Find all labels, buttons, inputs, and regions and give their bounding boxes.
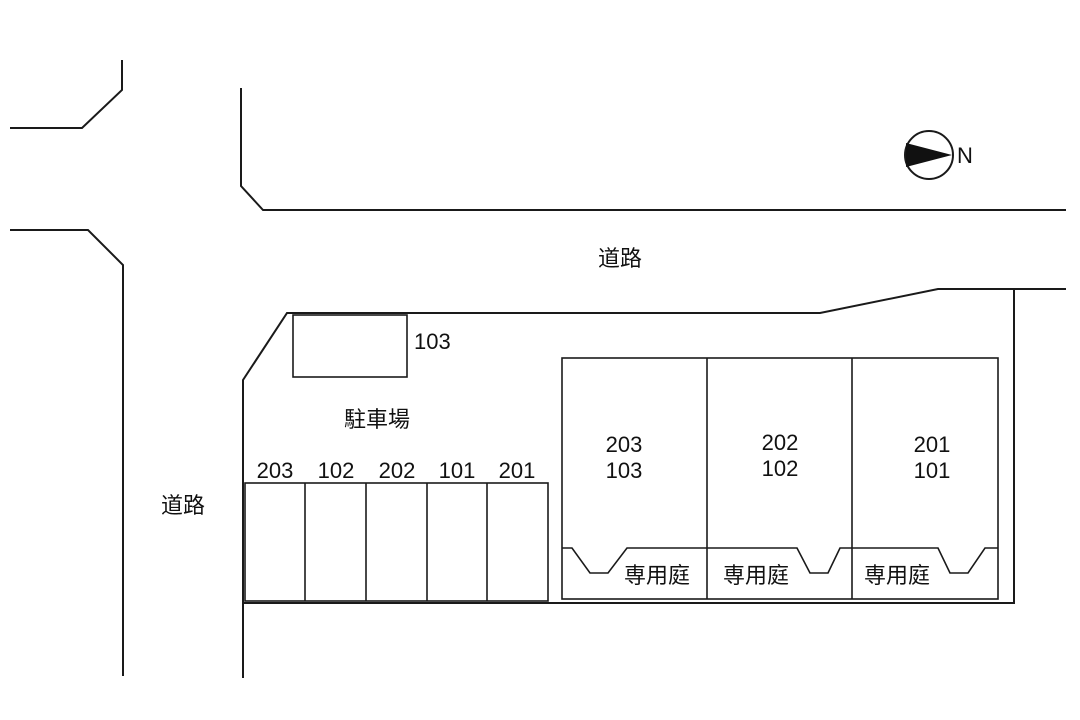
private-garden-label: 専用庭 [723,564,789,589]
road-label-top: 道路 [598,247,642,272]
property-boundary-bottom [243,289,1015,604]
parking-row [244,482,549,602]
parking-row-outline [244,482,549,602]
north-arrow-icon: N [904,130,973,180]
building-outline [561,357,999,600]
road-edge-top-left [10,60,123,129]
garden-boundary [852,547,998,574]
parking-space-label: 102 [318,458,355,483]
garden-boundary [562,547,707,574]
property-boundary [242,288,1066,678]
parking-space-label: 203 [257,458,294,483]
unit-number-lower: 101 [914,458,951,483]
unit-number-upper: 203 [606,432,643,457]
unit-number-upper: 202 [762,430,799,455]
parking-space-separate [292,314,408,378]
parking-space-label: 202 [379,458,416,483]
private-garden-label: 専用庭 [864,564,930,589]
road-edges [10,60,1066,676]
parking-space-label: 201 [499,458,536,483]
road-label-left: 道路 [161,494,205,519]
building [561,357,999,600]
unit-number-lower: 103 [606,458,643,483]
unit-number-upper: 201 [914,432,951,457]
north-letter: N [957,143,973,168]
garden-boundary [707,547,852,574]
parking-label: 駐車場 [344,408,410,433]
road-edge-top [240,88,1066,211]
unit-number-lower: 102 [762,456,799,481]
parking-space-label: 103 [414,329,451,354]
road-edge-left-outer [10,229,124,676]
private-garden-label: 専用庭 [624,564,690,589]
parking-space-label: 101 [439,458,476,483]
